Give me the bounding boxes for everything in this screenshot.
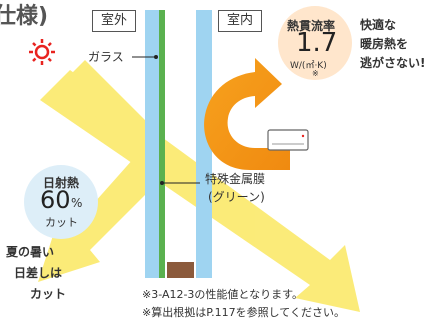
warm-text-line-1: 快適な bbox=[360, 18, 397, 32]
thermal-value: 1.7 bbox=[296, 28, 338, 58]
warm-text-line-2: 暖房熱を bbox=[360, 37, 409, 51]
thermal-unit: W/(㎡·K) bbox=[290, 61, 327, 71]
summer-text-line-3: カット bbox=[30, 287, 67, 301]
summer-text-line-2: 日差しは bbox=[14, 266, 63, 280]
glass-pane-inner bbox=[196, 10, 212, 278]
outdoor-label: 室外 bbox=[92, 10, 137, 32]
indoor-label: 室内 bbox=[218, 10, 263, 32]
film-label-line-2: (グリーン) bbox=[208, 190, 265, 204]
spacer bbox=[167, 262, 194, 278]
thermal-heading: 熱貫流率 bbox=[287, 19, 336, 33]
solar-cut: カット bbox=[45, 216, 78, 229]
air-conditioner-icon bbox=[267, 129, 309, 151]
ray-outgoing bbox=[38, 140, 175, 282]
heat-arrow bbox=[204, 58, 290, 170]
solar-value: 60 bbox=[40, 186, 71, 214]
solar-percent: % bbox=[71, 196, 83, 210]
title-fragment: 仕様) bbox=[0, 4, 49, 29]
footnote-1: ※3-A12-3の性能値となります。 bbox=[142, 288, 304, 301]
ray-incoming bbox=[60, 60, 170, 165]
summer-text-line-1: 夏の暑い bbox=[6, 245, 55, 259]
thermal-circle bbox=[278, 6, 352, 80]
glass-pane-outer bbox=[145, 10, 161, 278]
thermal-note-mark: ※ bbox=[312, 69, 319, 78]
footnote-2: ※算出根拠はP.117を参照してください。 bbox=[142, 306, 345, 319]
solar-circle bbox=[24, 165, 98, 239]
glass-label: ガラス bbox=[88, 50, 124, 64]
warm-text-line-3: 逃がさない! bbox=[360, 56, 426, 70]
film-label-line-1: 特殊金属膜 bbox=[205, 172, 266, 186]
solar-heading: 日射熱 bbox=[43, 176, 80, 190]
sun-icon bbox=[29, 39, 55, 65]
green-film bbox=[159, 10, 165, 278]
